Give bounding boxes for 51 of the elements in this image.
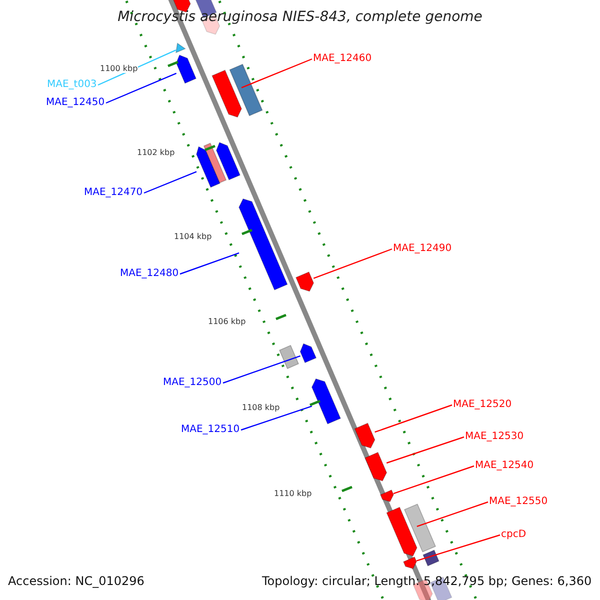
gene-block: [229, 64, 263, 116]
leader-line: [393, 465, 474, 494]
gene-label: cpcD: [501, 530, 526, 540]
gene-block: [295, 271, 314, 292]
leader-line: [180, 252, 240, 275]
gene-block: [300, 343, 317, 364]
gene-block: [278, 344, 300, 370]
scale-label: 1110 kbp: [274, 490, 312, 498]
gene-block: [238, 198, 288, 290]
scale-label: 1104 kbp: [174, 233, 212, 241]
gene-block: [196, 146, 220, 188]
scale-label: 1100 kbp: [100, 65, 138, 73]
gene-label: MAE_t003: [47, 80, 97, 90]
leader-line: [386, 436, 464, 464]
scale-label: 1102 kbp: [137, 149, 175, 157]
gene-block: [216, 142, 241, 180]
gene-block: [364, 452, 388, 482]
gene-block: [354, 422, 376, 448]
gene-block: [422, 550, 440, 566]
leader-line: [416, 501, 488, 527]
gene-block: [380, 489, 394, 502]
leader-line: [416, 534, 500, 562]
gene-label: MAE_12530: [465, 432, 524, 442]
leader-line: [240, 406, 312, 431]
genome-stats-text: Topology: circular; Length: 5,842,795 bp; Genes: 6,360: [262, 575, 592, 587]
gene-block: [176, 54, 197, 84]
gene-label: MAE_12540: [475, 461, 534, 471]
leader-line: [106, 72, 177, 104]
gene-label: MAE_12480: [120, 269, 179, 279]
gene-label: MAE_12510: [181, 425, 240, 435]
gene-block: [212, 70, 242, 118]
gene-label: MAE_12460: [313, 54, 372, 64]
gene-block: [404, 504, 436, 552]
leader-line: [144, 171, 197, 194]
gene-label: MAE_12450: [46, 98, 105, 108]
gene-label: MAE_12470: [84, 188, 143, 198]
leader-line: [241, 58, 312, 88]
gene-label: MAE_12520: [453, 400, 512, 410]
gene-block: [386, 506, 418, 556]
gene-block: [311, 378, 342, 424]
gene-label: MAE_12550: [489, 497, 548, 507]
title: Microcystis aeruginosa NIES-843, complete genome: [116, 10, 484, 24]
leader-line: [313, 248, 392, 279]
gene-label: MAE_12490: [393, 244, 452, 254]
gene-label: MAE_12500: [163, 378, 222, 388]
accession-text: Accession: NC_010296: [8, 575, 144, 587]
leader-line: [374, 404, 452, 433]
scale-label: 1106 kbp: [208, 318, 246, 326]
leader-line: [222, 355, 300, 384]
gene-block: [203, 142, 227, 184]
scale-label: 1108 kbp: [242, 404, 280, 412]
